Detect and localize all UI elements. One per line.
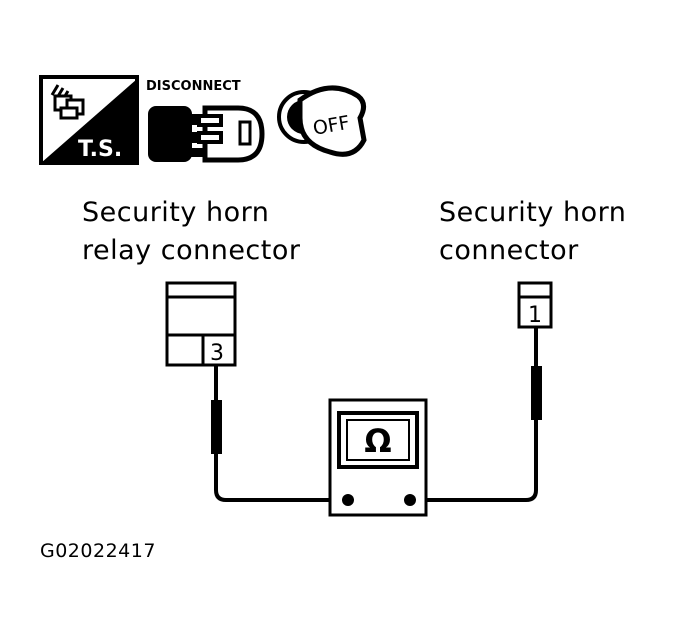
meter-terminal-left — [342, 494, 354, 506]
horn-connector-label: Security horn connector — [439, 194, 626, 270]
relay-box-icon — [50, 84, 85, 120]
ohmmeter-icon: Ω — [328, 398, 428, 517]
relay-connector: 3 — [165, 281, 237, 367]
relay-label-line1: Security horn — [82, 197, 270, 228]
horn-label-line2: connector — [439, 235, 579, 266]
horn-label-line1: Security horn — [439, 197, 627, 228]
relay-label-line2: relay connector — [82, 235, 301, 266]
ts-text: T.S. — [78, 137, 122, 162]
relay-connector-label: Security horn relay connector — [82, 194, 300, 270]
relay-pin-3: 3 — [210, 341, 224, 366]
left-probe-lead — [211, 365, 348, 502]
disconnect-text: DISCONNECT — [146, 79, 241, 94]
figure-code: G02022417 — [40, 540, 156, 562]
horn-connector: 1 — [517, 281, 553, 329]
right-probe-lead — [410, 327, 542, 502]
meter-terminal-right — [404, 494, 416, 506]
horn-pin-1: 1 — [528, 303, 542, 328]
ohm-symbol: Ω — [364, 422, 391, 460]
disconnect-connector-icon: DISCONNECT — [146, 79, 265, 163]
ignition-key-off-icon: OFF — [277, 85, 367, 157]
ts-icon: T.S. — [39, 75, 139, 165]
